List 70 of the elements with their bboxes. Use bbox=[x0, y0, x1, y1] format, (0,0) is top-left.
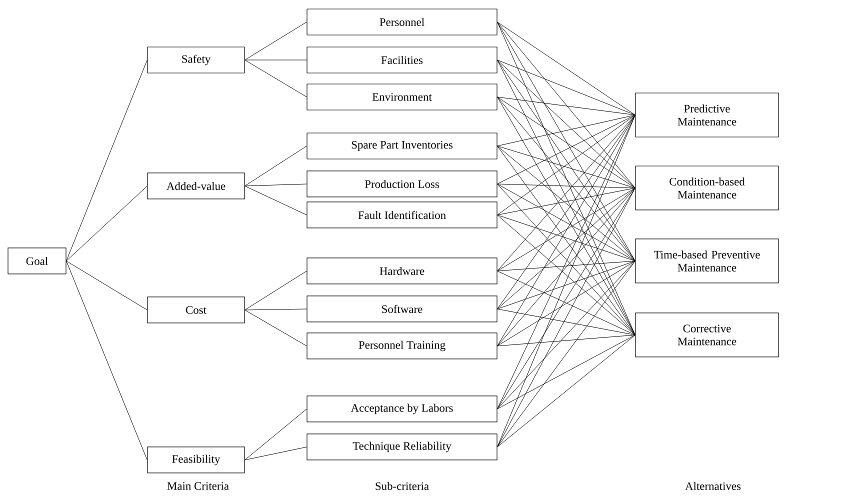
subcriterion-box: Technique Reliability bbox=[306, 434, 498, 460]
connector-line bbox=[244, 184, 307, 186]
connector-line bbox=[497, 60, 636, 116]
connector-line bbox=[497, 260, 636, 310]
connector-line bbox=[244, 408, 307, 460]
connector-line bbox=[497, 214, 636, 262]
level-label: Alternatives bbox=[685, 482, 741, 490]
connector-line bbox=[66, 260, 148, 310]
connector-line bbox=[244, 308, 307, 310]
connector-line bbox=[497, 22, 636, 262]
connector-line bbox=[497, 214, 636, 336]
connector-line bbox=[497, 260, 636, 272]
connector-line bbox=[497, 260, 636, 346]
connector-line bbox=[497, 308, 636, 336]
subcriterion-box: Personnel Training bbox=[306, 332, 498, 360]
subcriterion-box: Hardware bbox=[306, 258, 498, 284]
connector-line bbox=[497, 60, 636, 262]
subcriterion-box: Software bbox=[306, 296, 498, 322]
connector-line bbox=[244, 60, 307, 98]
alternative-box: Predictive Maintenance bbox=[635, 92, 779, 138]
connector-line bbox=[497, 184, 636, 262]
connector-line bbox=[497, 96, 636, 262]
connector-line bbox=[244, 146, 307, 186]
connector-line bbox=[497, 334, 636, 448]
connector-line bbox=[497, 146, 636, 188]
criterion-box: Feasibility bbox=[147, 446, 245, 474]
connector-line bbox=[497, 334, 636, 346]
goal-box: Goal bbox=[8, 248, 66, 274]
connector-line bbox=[497, 96, 636, 116]
subcriterion-box: Production Loss bbox=[306, 170, 498, 198]
connector-line bbox=[497, 188, 636, 216]
subcriterion-box: Personnel bbox=[306, 8, 498, 36]
connector-line bbox=[497, 96, 636, 188]
connector-line bbox=[497, 114, 636, 216]
subcriterion-box: Fault Identification bbox=[306, 202, 498, 228]
connector-line bbox=[497, 260, 636, 448]
connector-line bbox=[66, 186, 148, 262]
connector-line bbox=[244, 310, 307, 346]
connector-line bbox=[497, 184, 636, 188]
criterion-box: Safety bbox=[147, 46, 245, 74]
connector-line bbox=[497, 260, 636, 410]
connector-line bbox=[244, 22, 307, 60]
connector-line bbox=[497, 114, 636, 310]
alternative-box: Corrective Maintenance bbox=[635, 312, 779, 358]
subcriterion-box: Spare Part Inventories bbox=[306, 132, 498, 160]
criterion-box: Cost bbox=[147, 296, 245, 324]
connector-line bbox=[244, 446, 307, 460]
connector-line bbox=[497, 270, 636, 336]
connector-line bbox=[66, 60, 148, 262]
connector-line bbox=[497, 114, 636, 146]
connector-line bbox=[497, 188, 636, 272]
subcriterion-box: Environment bbox=[306, 84, 498, 110]
connector-line bbox=[497, 60, 636, 188]
connector-line bbox=[497, 114, 636, 184]
connector-line bbox=[497, 22, 636, 188]
connector-line bbox=[497, 334, 636, 410]
connector-line bbox=[497, 114, 636, 272]
connector-line bbox=[497, 188, 636, 310]
connector-line bbox=[497, 146, 636, 262]
alternative-box: Condition-based Maintenance bbox=[635, 166, 779, 210]
level-label: Sub-criteria bbox=[376, 482, 429, 490]
connector-line bbox=[497, 22, 636, 116]
connector-line bbox=[497, 146, 636, 336]
subcriterion-box: Facilities bbox=[306, 46, 498, 74]
alternative-box: Time-based Preventive Maintenance bbox=[635, 238, 779, 284]
connector-line bbox=[244, 270, 307, 310]
connector-line bbox=[244, 186, 307, 216]
criterion-box: Added-value bbox=[147, 172, 245, 200]
connector-line bbox=[66, 260, 148, 460]
subcriterion-box: Acceptance by Labors bbox=[306, 396, 498, 422]
